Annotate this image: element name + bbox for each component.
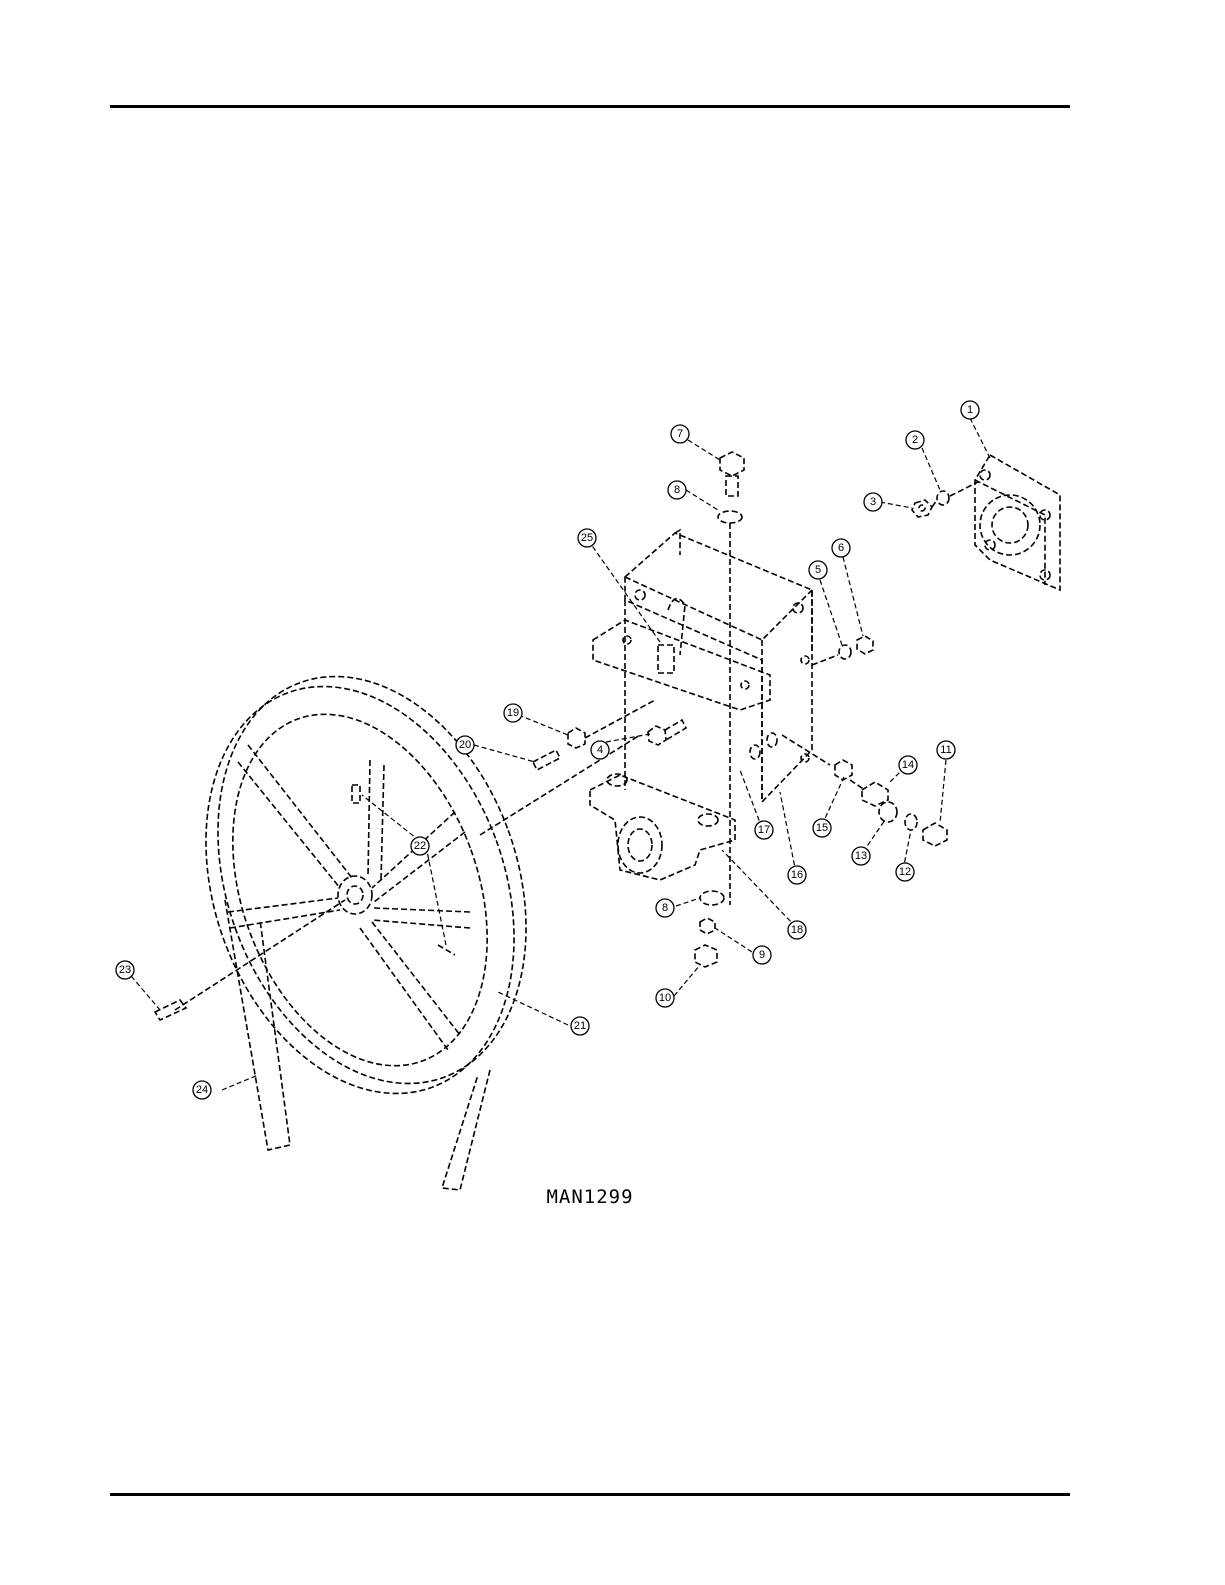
callout-number: 22	[414, 840, 426, 852]
callout-number: 9	[759, 949, 765, 961]
callout-number: 2	[912, 434, 918, 446]
callout-number: 11	[940, 744, 951, 756]
v-belt-part	[225, 900, 490, 1190]
bolt-7-washer-8	[718, 452, 744, 905]
callout-22: 22	[411, 837, 429, 855]
callout-markers: 1234567889101112131415161718192021222324…	[116, 401, 979, 1099]
callout-23: 23	[116, 961, 134, 979]
callout-2: 2	[906, 431, 924, 449]
callout-number: 5	[815, 564, 821, 576]
callout-11: 11	[937, 741, 955, 759]
callout-14: 14	[899, 756, 917, 774]
callout-number: 13	[855, 850, 867, 862]
callout-9: 9	[753, 946, 771, 964]
callout-number: 3	[870, 496, 876, 508]
callout-5: 5	[809, 561, 827, 579]
callout-25: 25	[578, 529, 596, 547]
callout-number: 4	[597, 744, 603, 756]
nut-washer-2-3	[912, 482, 978, 517]
figure-label: MAN1299	[540, 1186, 640, 1208]
callout-20: 20	[456, 736, 474, 754]
callout-12: 12	[896, 863, 914, 881]
callout-8: 8	[656, 899, 674, 917]
callout-number: 21	[574, 1020, 586, 1032]
callout-17: 17	[755, 821, 773, 839]
callout-21: 21	[571, 1017, 589, 1035]
callout-number: 12	[899, 866, 911, 878]
callout-number: 8	[662, 902, 668, 914]
callout-number: 23	[119, 964, 131, 976]
bracket-assembly-part	[593, 530, 812, 802]
callout-number: 7	[677, 428, 683, 440]
callout-3: 3	[864, 493, 882, 511]
callout-10: 10	[656, 989, 674, 1007]
callout-number: 24	[196, 1084, 208, 1096]
nut-19-setscrew-20	[533, 700, 655, 770]
callout-4: 4	[591, 741, 609, 759]
callout-number: 20	[459, 739, 471, 751]
callout-13: 13	[852, 847, 870, 865]
callout-number: 18	[791, 924, 803, 936]
callout-19: 19	[504, 704, 522, 722]
callout-16: 16	[788, 866, 806, 884]
bolt-4	[648, 720, 686, 745]
callout-number: 19	[507, 707, 519, 719]
callout-8: 8	[668, 481, 686, 499]
washer-nut-8-9-10	[695, 891, 724, 967]
callout-number: 14	[902, 759, 914, 771]
callout-number: 25	[581, 532, 593, 544]
bolts-11-14-washers-12-13-15	[782, 735, 947, 846]
callout-1: 1	[961, 401, 979, 419]
flange-bearing-part	[975, 455, 1060, 590]
callout-24: 24	[193, 1081, 211, 1099]
pillow-block-bearing-part	[590, 774, 735, 880]
callout-number: 17	[758, 824, 770, 836]
callout-number: 15	[816, 822, 828, 834]
callout-number: 16	[791, 869, 803, 881]
callout-number: 10	[659, 992, 671, 1004]
callout-number: 8	[674, 484, 680, 496]
callout-7: 7	[671, 425, 689, 443]
callout-number: 1	[967, 404, 973, 416]
callout-15: 15	[813, 819, 831, 837]
callout-18: 18	[788, 921, 806, 939]
nut-5-6	[812, 636, 873, 665]
sheave-pulley-part	[152, 633, 640, 1137]
callout-number: 6	[838, 542, 844, 554]
callout-6: 6	[832, 539, 850, 557]
